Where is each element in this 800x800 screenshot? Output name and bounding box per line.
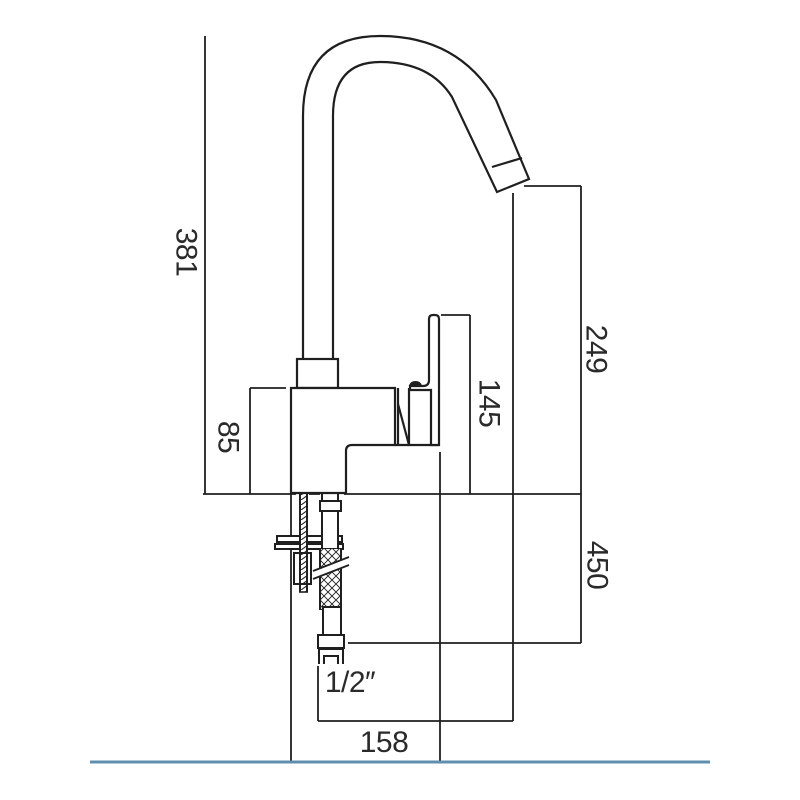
dim-450-label: 450 bbox=[581, 541, 614, 590]
stud-nut bbox=[293, 552, 312, 585]
aerator-joint-line bbox=[491, 156, 523, 169]
dim-85-label: 85 bbox=[212, 421, 245, 453]
mixer-body bbox=[289, 386, 397, 495]
mounting-plate-bottom bbox=[274, 543, 344, 550]
hose-tube bbox=[321, 510, 339, 550]
hose-break-symbol bbox=[312, 556, 350, 580]
spout-neck bbox=[295, 357, 340, 390]
hose-end-connector bbox=[318, 648, 344, 664]
dim-145-label: 145 bbox=[473, 379, 506, 428]
spout-gooseneck bbox=[301, 34, 531, 359]
dim-381-label: 381 bbox=[170, 228, 203, 277]
supply-hose bbox=[312, 487, 350, 664]
handle-pivot-dot bbox=[409, 381, 422, 386]
hose-top-nut bbox=[319, 500, 342, 512]
faucet bbox=[289, 34, 531, 495]
mounting-hardware bbox=[274, 489, 344, 593]
dim-158-label: 158 bbox=[360, 726, 409, 759]
hose-braided-section bbox=[319, 549, 342, 610]
hose-ferrule bbox=[322, 606, 342, 636]
mounting-plate-top bbox=[276, 535, 343, 543]
handle-lever bbox=[408, 313, 441, 447]
dimension-lines bbox=[203, 36, 582, 761]
dimension-labels: 381 85 145 249 450 158 1/2″ bbox=[170, 228, 614, 759]
connection-size-label: 1/2″ bbox=[325, 666, 376, 699]
threaded-stud bbox=[299, 489, 308, 593]
hose-end-nut bbox=[317, 634, 345, 649]
dim-249-label: 249 bbox=[580, 325, 613, 374]
cartridge bbox=[396, 388, 411, 446]
